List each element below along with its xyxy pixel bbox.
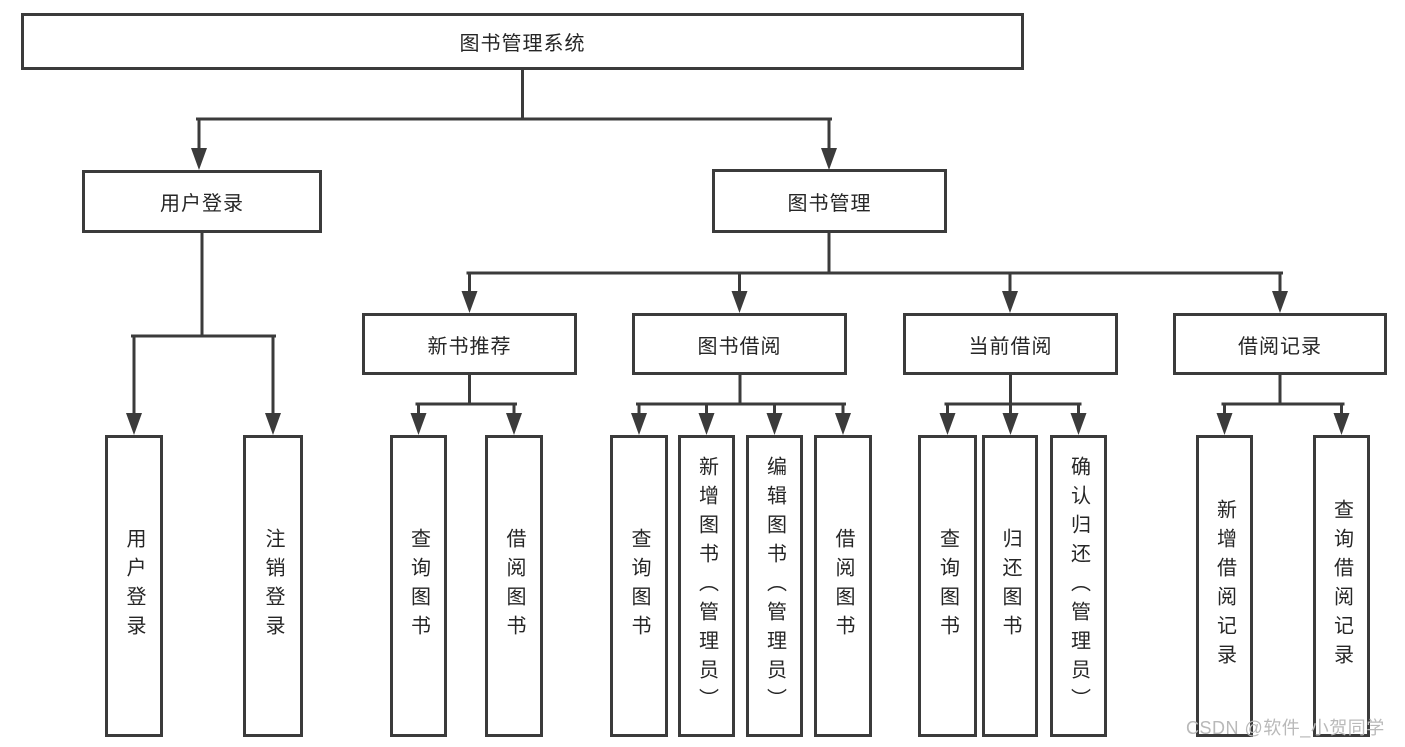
leaf-confirm-return-admin-label: 确认归还（管理员） bbox=[1067, 455, 1090, 717]
leaf-user-login: 用户登录 bbox=[105, 435, 163, 737]
leaf-query-borrow-record: 查询借阅记录 bbox=[1313, 435, 1370, 737]
leaf-borrow-books-1: 借阅图书 bbox=[485, 435, 543, 737]
watermark: CSDN @软件_小贺同学 bbox=[1186, 718, 1385, 738]
node-book-borrowing-label: 图书借阅 bbox=[697, 335, 782, 358]
node-new-book-recommend: 新书推荐 bbox=[362, 313, 577, 375]
node-book-borrowing: 图书借阅 bbox=[632, 313, 847, 375]
leaf-query-books-2: 查询图书 bbox=[610, 435, 668, 737]
leaf-add-books-admin: 新增图书（管理员） bbox=[678, 435, 735, 737]
leaf-logout-label: 注销登录 bbox=[262, 528, 284, 644]
node-book-management-label: 图书管理 bbox=[787, 192, 872, 215]
node-user-login: 用户登录 bbox=[82, 170, 322, 233]
leaf-query-books-1-label: 查询图书 bbox=[407, 528, 430, 644]
leaf-return-books: 归还图书 bbox=[982, 435, 1038, 737]
leaf-logout: 注销登录 bbox=[243, 435, 303, 737]
leaf-edit-books-admin: 编辑图书（管理员） bbox=[746, 435, 803, 737]
leaf-query-books-1: 查询图书 bbox=[390, 435, 447, 737]
node-borrow-records: 借阅记录 bbox=[1173, 313, 1387, 375]
node-current-borrowing-label: 当前借阅 bbox=[968, 335, 1053, 358]
leaf-return-books-label: 归还图书 bbox=[999, 528, 1021, 644]
leaf-user-login-label: 用户登录 bbox=[123, 528, 145, 644]
node-book-management: 图书管理 bbox=[712, 169, 947, 233]
leaf-borrow-books-2-label: 借阅图书 bbox=[832, 528, 854, 644]
leaf-confirm-return-admin: 确认归还（管理员） bbox=[1050, 435, 1107, 737]
node-new-book-recommend-label: 新书推荐 bbox=[427, 335, 512, 358]
node-current-borrowing: 当前借阅 bbox=[903, 313, 1118, 375]
leaf-query-borrow-record-label: 查询借阅记录 bbox=[1330, 499, 1353, 673]
leaf-add-borrow-record-label: 新增借阅记录 bbox=[1213, 499, 1236, 673]
leaf-add-books-admin-label: 新增图书（管理员） bbox=[695, 455, 718, 717]
node-root-label: 图书管理系统 bbox=[459, 33, 586, 55]
leaf-borrow-books-1-label: 借阅图书 bbox=[503, 528, 525, 644]
leaf-query-books-3: 查询图书 bbox=[918, 435, 977, 737]
node-user-login-label: 用户登录 bbox=[160, 193, 244, 215]
leaf-add-borrow-record: 新增借阅记录 bbox=[1196, 435, 1253, 737]
leaf-query-books-2-label: 查询图书 bbox=[628, 528, 650, 644]
leaf-query-books-3-label: 查询图书 bbox=[936, 528, 959, 644]
node-root: 图书管理系统 bbox=[21, 13, 1024, 70]
node-borrow-records-label: 借阅记录 bbox=[1238, 335, 1322, 358]
leaf-borrow-books-2: 借阅图书 bbox=[814, 435, 872, 737]
leaf-edit-books-admin-label: 编辑图书（管理员） bbox=[763, 455, 786, 717]
